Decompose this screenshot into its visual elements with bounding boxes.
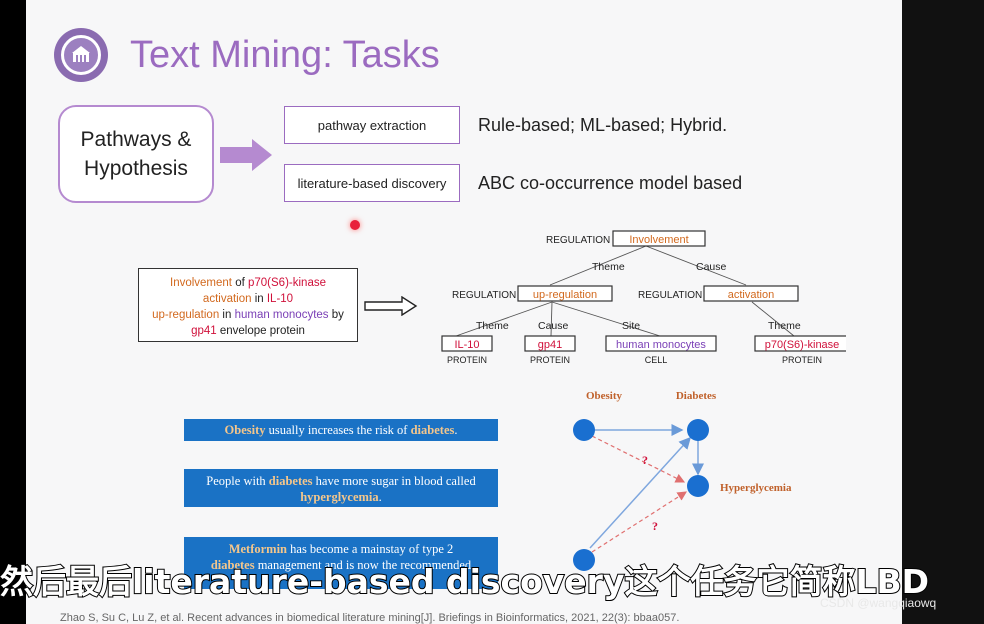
sentence-part: of [232,277,248,289]
method-literature-based-discovery: ABC co-occurrence model based [478,173,743,193]
tree-leaf-type: PROTEIN [782,355,822,365]
sentence-part: envelope protein [216,325,305,337]
sentence-part: human monocytes [234,309,329,321]
kw-diabetes: diabetes [268,474,313,488]
question-mark: ? [652,519,658,533]
example-sentence-box: Involvement of p70(S6)-kinase activation… [138,268,358,342]
sentence-part: Involvement [170,277,233,289]
sentence-part: p70(S6)-kinase [248,277,326,289]
abc-model-graph: Obesity Diabetes Hyperglycemia ? ? [573,390,792,571]
university-seal-icon [54,28,108,82]
sentence-text: usually increases the risk of [265,423,411,437]
label-obesity: Obesity [586,390,623,402]
method-pathway-extraction: Rule-based; ML-based; Hybrid. [478,115,728,135]
node-metformin [573,549,595,571]
kw-hyperglycemia: hyperglycemia [300,490,379,504]
tree-root-type: REGULATION [546,235,610,246]
sentence-part: in [219,309,235,321]
tree-leaf-label: human monocytes [616,339,706,351]
question-mark: ? [642,453,648,467]
tree-leaf-type: PROTEIN [447,355,487,365]
sentence-part: in [251,293,267,305]
watermark: CSDN @wangqiaowq [820,596,937,610]
tree-left-type: REGULATION [452,290,516,301]
hypothesis-box: Pathways & Hypothesis [58,105,214,203]
sentence-text: has become a mainstay of type 2 [287,542,454,556]
tree-leaf-type: CELL [645,355,668,365]
blue-sentence-2: People with diabetes have more sugar in … [184,469,498,507]
sentence-text: have more sugar in blood called [312,474,476,488]
sentence-part: up-regulation [152,309,220,321]
tree-leaf-label: p70(S6)-kinase [765,339,840,351]
tree-leaf-label: IL-10 [454,339,479,351]
sentence-text: management and is now the recommended [254,558,472,572]
tree-left-label: up-regulation [533,289,597,301]
label-diabetes: Diabetes [676,390,717,402]
tree-edge-site: Site [622,320,640,332]
slide: Text Mining: Tasks Pathways & Hypothesis… [26,0,902,624]
kw-diabetes: diabetes [410,423,455,437]
video-subtitle: 然后最后literature-based discovery这个任务它简称LBD [0,561,930,602]
tree-edge-theme: Theme [592,261,625,273]
kw-metformin: Metformin [228,542,288,556]
sentence-text: . [454,423,458,437]
node-diabetes [687,419,709,441]
laser-pointer-dot [350,220,360,230]
right-arrow-icon [220,139,272,171]
kw-diabetes: diabetes [210,558,255,572]
tree-leaf-label: gp41 [538,339,562,351]
sentence-part: activation [202,293,252,305]
tree-leaf-type: PROTEIN [530,355,570,365]
node-hyperglycemia [687,475,709,497]
tree-right-type: REGULATION [638,290,702,301]
slide-title: Text Mining: Tasks [130,34,440,76]
tree-edge-theme-2: Theme [476,320,509,332]
event-tree-diagram: REGULATION Involvement Theme Cause REGUL… [441,230,846,365]
hollow-right-arrow-icon [364,296,418,316]
sentence-part: by [328,309,344,321]
sentence-part: gp41 [191,325,217,337]
blue-sentence-1: Obesity usually increases the risk of di… [184,419,498,441]
sentence-part: IL-10 [266,293,294,305]
reference-citation: Zhao S, Su C, Lu Z, et al. Recent advanc… [60,612,680,624]
sentence-text: People with [206,474,269,488]
tree-right-label: activation [728,289,774,301]
task-pathway-extraction: pathway extraction [284,106,460,144]
tree-root-label: Involvement [629,234,688,246]
right-black-panel [902,0,984,624]
tree-edge-cause-2: Cause [538,320,569,332]
task-literature-based-discovery: literature-based discovery [284,164,460,202]
label-hyperglycemia: Hyperglycemia [720,482,792,494]
node-obesity [573,419,595,441]
tree-edge-theme-3: Theme [768,320,801,332]
kw-obesity: Obesity [224,423,266,437]
blue-sentence-3: Metformin has become a mainstay of type … [184,537,498,589]
tree-edge-cause: Cause [696,261,727,273]
sentence-text: . [378,490,382,504]
